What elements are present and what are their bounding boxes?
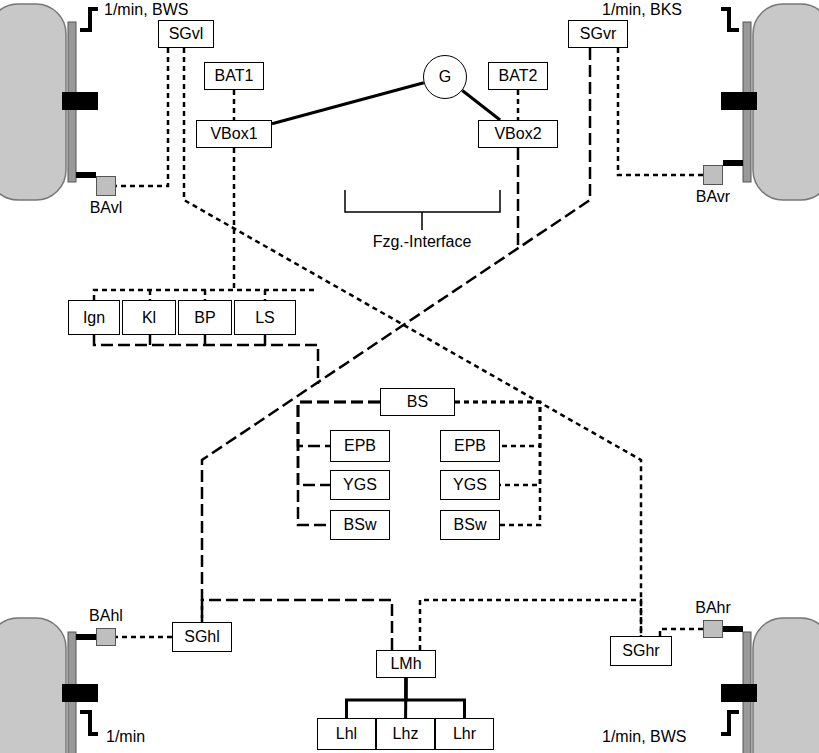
power-connector — [462, 91, 500, 121]
bus-connector — [116, 48, 168, 186]
interface-bracket — [345, 190, 500, 230]
brake-actuator: BAvl — [96, 176, 116, 196]
bus-connector — [660, 629, 703, 636]
input-box: LS — [234, 300, 296, 335]
bus-connector — [618, 48, 703, 175]
bus-connector — [233, 90, 236, 120]
node-label: Lhz — [393, 725, 419, 743]
power-connector — [347, 678, 407, 718]
wheel-front-right — [721, 4, 819, 200]
lamp-box: Lhl — [317, 718, 376, 750]
lamp-box: Lhr — [435, 718, 494, 750]
bus-connector — [517, 90, 520, 120]
node-label: YGS — [453, 476, 487, 494]
node-label: BAhr — [695, 599, 731, 617]
power-box: VBox1 — [196, 120, 272, 148]
node-label: BAvr — [696, 188, 730, 206]
node-label: Lhl — [336, 725, 357, 743]
node-label: BAT2 — [499, 67, 538, 85]
wheel-rear-left — [0, 618, 98, 753]
bus-long-dash — [94, 148, 518, 384]
brake-actuator: BAhl — [96, 628, 116, 646]
sensor-label: 1/min, BWS — [102, 1, 190, 19]
interface-label: Fzg.-Interface — [371, 233, 474, 251]
switch-box: EPB — [440, 430, 500, 462]
control-unit: SGhr — [610, 636, 672, 666]
power-box: VBox2 — [478, 120, 558, 148]
node-label: SGhl — [184, 628, 220, 646]
node-label: SGhr — [622, 642, 659, 660]
node-label: LMh — [390, 655, 421, 673]
switch-box: EPB — [330, 430, 390, 462]
node-label: BP — [194, 309, 215, 327]
node-label: Lhr — [453, 725, 476, 743]
switch-box: BSw — [440, 510, 500, 540]
node-label: G — [439, 68, 451, 86]
generator-circle: G — [423, 55, 467, 99]
wheel-rear-right — [721, 618, 819, 753]
node-label: SGvr — [580, 25, 616, 43]
node-label: VBox1 — [210, 125, 257, 143]
switch-box: YGS — [440, 470, 500, 500]
switch-box: YGS — [330, 470, 390, 500]
control-unit: SGvr — [568, 20, 628, 48]
input-box: Kl — [122, 300, 176, 335]
node-label: YGS — [343, 476, 377, 494]
switch-box: BS — [380, 388, 455, 416]
control-unit: SGhl — [172, 622, 232, 652]
sensor-label: 1/min — [104, 728, 147, 746]
input-box: BP — [178, 300, 232, 335]
node-label: VBox2 — [494, 125, 541, 143]
node-label: SGvl — [169, 25, 204, 43]
node-label: BAT1 — [215, 67, 254, 85]
brake-actuator: BAhr — [703, 620, 723, 638]
lamp-module: LMh — [376, 650, 436, 678]
node-label: BSw — [454, 516, 487, 534]
node-label: EPB — [344, 437, 376, 455]
sensor-label: 1/min, BKS — [600, 1, 684, 19]
node-label: BAhl — [89, 607, 123, 625]
bus-short-dash — [94, 148, 318, 300]
brake-actuator: BAvr — [703, 165, 723, 185]
power-connector — [406, 678, 465, 718]
node-label: EPB — [454, 437, 486, 455]
control-unit: SGvl — [158, 20, 214, 48]
battery: BAT1 — [204, 62, 264, 90]
battery: BAT2 — [488, 62, 548, 90]
power-connector — [272, 83, 424, 124]
bus-connector — [420, 600, 641, 650]
bus-connector — [298, 402, 380, 525]
wheel-front-left — [0, 4, 98, 200]
input-box: Ign — [68, 300, 120, 335]
lamp-box: Lhz — [376, 718, 435, 750]
sensor-label: 1/min, BWS — [600, 728, 688, 746]
bus-connector — [184, 48, 641, 636]
node-label: BAvl — [90, 199, 123, 217]
node-label: Ign — [83, 309, 105, 327]
node-label: Kl — [142, 309, 156, 327]
node-label: BS — [407, 393, 428, 411]
bus-connector — [116, 636, 172, 639]
node-label: BSw — [344, 516, 377, 534]
bus-connector — [455, 402, 540, 525]
switch-box: BSw — [330, 510, 390, 540]
node-label: LS — [255, 309, 275, 327]
